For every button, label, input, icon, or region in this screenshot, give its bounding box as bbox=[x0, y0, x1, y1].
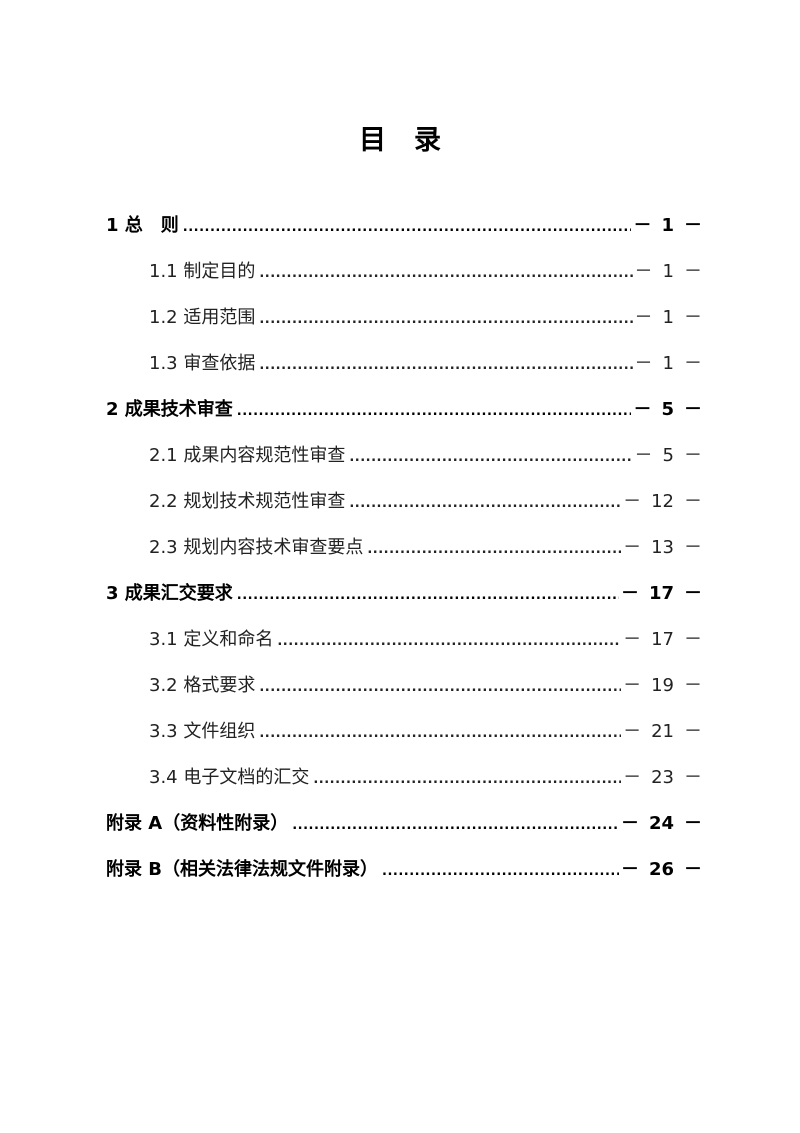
dot-leader bbox=[181, 203, 632, 249]
dot-leader bbox=[257, 295, 632, 341]
dot-leader bbox=[235, 571, 619, 617]
toc-entry[interactable]: 附录 A（资料性附录） －24－ bbox=[106, 801, 702, 847]
toc-entry[interactable]: 1.1 制定目的 －1－ bbox=[106, 249, 702, 295]
dot-leader bbox=[257, 663, 621, 709]
toc-page-number: －5－ bbox=[633, 399, 702, 420]
toc-page-number: －17－ bbox=[620, 583, 702, 604]
toc-entry-label: 2 成果技术审查 bbox=[106, 387, 235, 433]
toc-page-number: －19－ bbox=[623, 675, 702, 696]
toc-entry[interactable]: 3.4 电子文档的汇交 －23－ bbox=[106, 755, 702, 801]
dot-leader bbox=[347, 433, 632, 479]
toc-entry-label: 1.2 适用范围 bbox=[149, 295, 258, 341]
dot-leader bbox=[347, 479, 621, 525]
toc-entry-label: 3 成果汇交要求 bbox=[106, 571, 235, 617]
toc-entry-label: 1.1 制定目的 bbox=[149, 249, 258, 295]
dot-leader bbox=[380, 847, 619, 893]
toc-entry[interactable]: 1.3 审查依据 －1－ bbox=[106, 341, 702, 387]
toc-entry[interactable]: 2.3 规划内容技术审查要点 －13－ bbox=[106, 525, 702, 571]
toc-page-number: －17－ bbox=[623, 629, 702, 650]
toc-page-number: －21－ bbox=[623, 721, 702, 742]
toc-entry-label: 1.3 审查依据 bbox=[149, 341, 258, 387]
toc-page-number: －26－ bbox=[620, 859, 702, 880]
toc-entry-label: 1 总 则 bbox=[106, 203, 181, 249]
dot-leader bbox=[257, 249, 632, 295]
dot-leader bbox=[257, 341, 632, 387]
toc-entry-label: 3.3 文件组织 bbox=[149, 709, 258, 755]
toc-page-number: －1－ bbox=[634, 307, 702, 328]
toc-entry[interactable]: 2.2 规划技术规范性审查 －12－ bbox=[106, 479, 702, 525]
dot-leader bbox=[235, 387, 632, 433]
table-of-contents: 1 总 则 －1－ 1.1 制定目的 －1－ 1.2 适用范围 －1－ 1.3 … bbox=[106, 203, 702, 893]
toc-entry[interactable]: 3.2 格式要求 －19－ bbox=[106, 663, 702, 709]
toc-entry-label: 2.2 规划技术规范性审查 bbox=[149, 479, 348, 525]
toc-entry-label: 3.1 定义和命名 bbox=[149, 617, 276, 663]
toc-page-number: －13－ bbox=[623, 537, 702, 558]
toc-page-number: －5－ bbox=[634, 445, 702, 466]
toc-entry[interactable]: 1 总 则 －1－ bbox=[106, 203, 702, 249]
toc-entry[interactable]: 3.3 文件组织 －21－ bbox=[106, 709, 702, 755]
page-title: 目录 bbox=[0, 118, 800, 157]
dot-leader bbox=[365, 525, 621, 571]
toc-entry[interactable]: 2 成果技术审查 －5－ bbox=[106, 387, 702, 433]
toc-page-number: －24－ bbox=[620, 813, 702, 834]
dot-leader bbox=[290, 801, 619, 847]
toc-page-number: －23－ bbox=[623, 767, 702, 788]
toc-page-number: －1－ bbox=[634, 261, 702, 282]
toc-entry-label: 附录 B（相关法律法规文件附录） bbox=[106, 847, 380, 893]
toc-entry-label: 2.1 成果内容规范性审查 bbox=[149, 433, 348, 479]
dot-leader bbox=[257, 709, 621, 755]
toc-page-number: －12－ bbox=[623, 491, 702, 512]
toc-entry[interactable]: 2.1 成果内容规范性审查 －5－ bbox=[106, 433, 702, 479]
toc-entry-label: 3.2 格式要求 bbox=[149, 663, 258, 709]
dot-leader bbox=[311, 755, 621, 801]
dot-leader bbox=[275, 617, 621, 663]
toc-entry[interactable]: 3.1 定义和命名 －17－ bbox=[106, 617, 702, 663]
toc-entry[interactable]: 3 成果汇交要求 －17－ bbox=[106, 571, 702, 617]
toc-entry-label: 3.4 电子文档的汇交 bbox=[149, 755, 312, 801]
toc-entry-label: 2.3 规划内容技术审查要点 bbox=[149, 525, 366, 571]
toc-entry[interactable]: 1.2 适用范围 －1－ bbox=[106, 295, 702, 341]
toc-page-number: －1－ bbox=[634, 353, 702, 374]
title-char: 录 bbox=[414, 125, 441, 156]
toc-entry[interactable]: 附录 B（相关法律法规文件附录） －26－ bbox=[106, 847, 702, 893]
toc-page-number: －1－ bbox=[633, 215, 702, 236]
title-char: 目 bbox=[359, 125, 386, 156]
toc-entry-label: 附录 A（资料性附录） bbox=[106, 801, 291, 847]
